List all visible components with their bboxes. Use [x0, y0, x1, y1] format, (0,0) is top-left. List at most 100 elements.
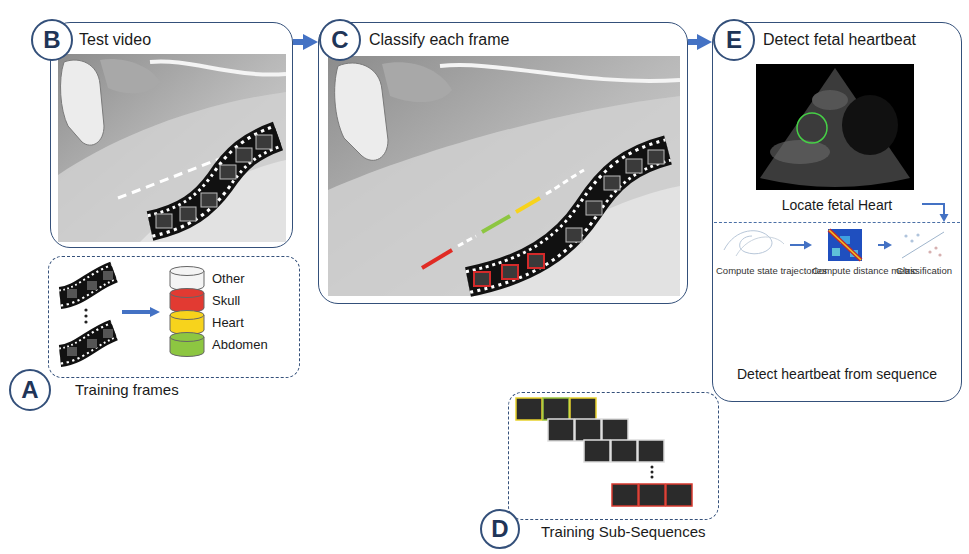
stage-panel: Classify each frame [318, 22, 688, 304]
classified-frame [528, 254, 544, 268]
classifier-point [910, 239, 913, 242]
subsequence-frame [516, 398, 542, 420]
video-frame [67, 289, 77, 298]
heart-marker [797, 113, 827, 143]
distance-matrix-diagonal [829, 230, 861, 260]
hand-shape [100, 59, 160, 93]
class-abdomen-track [482, 216, 510, 232]
ultrasound-cavity [842, 95, 898, 155]
panel-title: Test video [79, 31, 151, 49]
classified-frame [474, 272, 490, 286]
step-label: Compute state trajectories [716, 266, 790, 277]
subsequence-frame [602, 419, 628, 441]
film-strip [60, 272, 114, 298]
step-badge: C [319, 19, 361, 61]
film-sprockets [468, 150, 668, 282]
video-frame [67, 347, 77, 356]
step-letter: A [21, 378, 38, 402]
film-strip [150, 136, 278, 226]
film-strip-core [150, 136, 278, 226]
video-frame [256, 135, 272, 149]
distance-matrix-diagonal [829, 230, 861, 260]
class-database: Other [168, 268, 249, 290]
cylinder-top [170, 333, 204, 342]
class-database: Heart [168, 312, 248, 334]
cylinder-symbol [168, 331, 208, 359]
cylinder-top [170, 289, 204, 298]
subsequence-frame [543, 398, 569, 420]
video-frame [103, 271, 113, 280]
video-frame [604, 176, 620, 190]
stage-panel: Detect fetal heartbeatLocate fetal Heart… [712, 22, 962, 402]
video-photo [58, 54, 286, 242]
probe-shape [335, 63, 388, 160]
image-label: Locate fetal Heart [782, 197, 893, 213]
stage-panel: Test video [50, 22, 293, 248]
probe-cable [150, 61, 286, 74]
band-title: Detect heartbeat from sequence [737, 366, 937, 382]
trajectory-icon [736, 237, 784, 256]
classifier-point [934, 246, 937, 249]
classifier-point [916, 233, 919, 236]
video-frame [103, 329, 113, 338]
film-sprockets [60, 272, 114, 298]
panel-title: Detect fetal heartbeat [763, 31, 916, 49]
ultrasound-fan [760, 68, 910, 187]
video-frame [648, 150, 664, 164]
subsequence-frame [575, 419, 601, 441]
film-strip-core [468, 150, 668, 282]
step-badge: D [480, 509, 520, 549]
video-frame [626, 159, 642, 173]
training-arrow [122, 310, 150, 314]
step-letter: C [331, 28, 348, 52]
flow-arrow [293, 39, 303, 45]
video-frame [201, 193, 217, 207]
film-strip-core [60, 330, 114, 356]
ellipsis-dot [651, 471, 654, 474]
class-label: Abdomen [212, 334, 268, 356]
subsequence-frame [611, 440, 637, 462]
classifier-point [928, 250, 931, 253]
flow-arrow [878, 244, 884, 246]
film-strip-core [60, 272, 114, 298]
distance-matrix-cell [832, 248, 840, 256]
class-other-track [546, 170, 584, 194]
training-panel: Training framesOtherSkullHeartAbdomen [48, 256, 300, 378]
step-label: Compute distance metric [812, 266, 878, 277]
class-label: Skull [212, 290, 240, 312]
distance-matrix-icon [828, 229, 862, 261]
flow-arrow [922, 204, 944, 214]
class-other-track [458, 236, 476, 246]
subsequence-frame [584, 440, 610, 462]
subsequence-frame [639, 484, 665, 506]
panel-title: Training Sub-Sequences [541, 523, 706, 540]
ellipsis-dot [84, 308, 87, 311]
class-skull-track [422, 250, 452, 268]
class-label: Heart [212, 312, 244, 334]
video-frame [156, 214, 172, 228]
video-frame [220, 165, 236, 179]
hand-shape [382, 62, 452, 102]
video-photo [328, 56, 680, 296]
step-badge: E [713, 19, 755, 61]
flow-arrow [790, 244, 804, 246]
class-heart-track [516, 198, 540, 212]
classified-frame [502, 265, 518, 279]
video-frame [87, 281, 97, 290]
video-frame [87, 339, 97, 348]
process-step: Classification [892, 228, 956, 292]
probe-shape [61, 60, 104, 145]
ellipsis-dot [84, 320, 87, 323]
subsequence-frame [570, 398, 596, 420]
step-badge: B [31, 19, 73, 61]
process-step: Compute distance metric [812, 228, 878, 292]
ultrasound-tissue [770, 140, 830, 164]
subsequence-frame [666, 484, 692, 506]
image-node: Locate fetal Heart [752, 60, 922, 214]
panel-title: Classify each frame [369, 31, 510, 49]
ultrasound-tissue [812, 90, 848, 110]
step-letter: E [726, 28, 742, 52]
